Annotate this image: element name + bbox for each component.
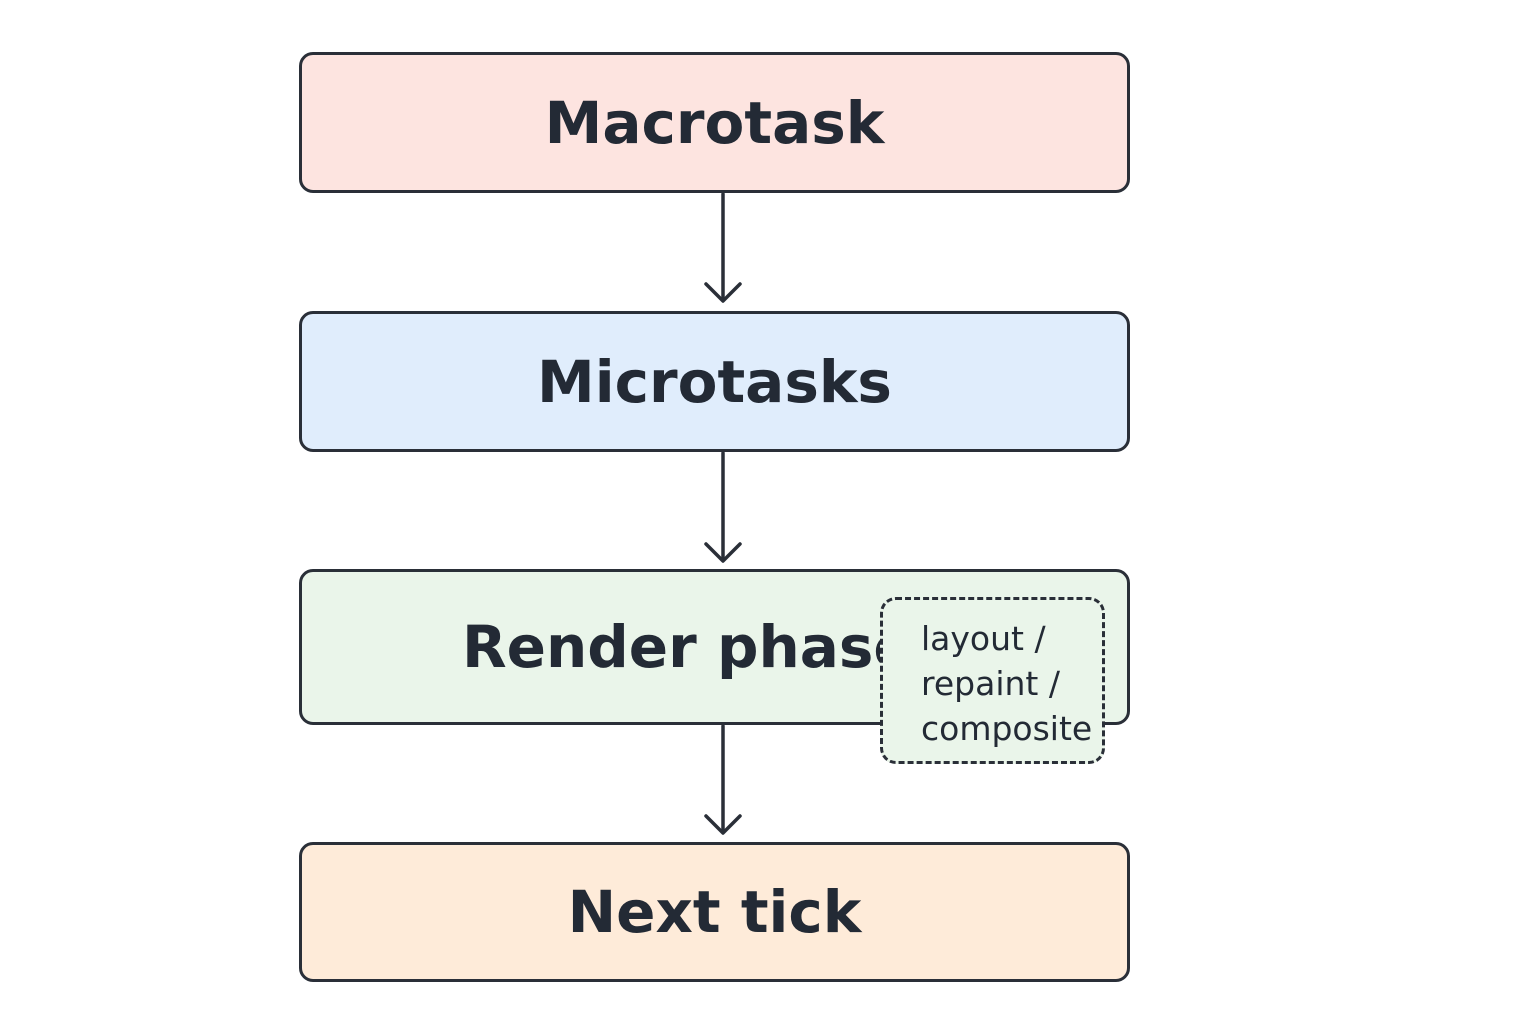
next-tick-node: Next tick xyxy=(299,842,1130,982)
note-line-composite: composite xyxy=(921,709,1093,748)
macrotask-node: Macrotask xyxy=(299,52,1130,193)
render-phase-note: layout / repaint / composite xyxy=(880,597,1105,764)
macrotask-label: Macrotask xyxy=(544,88,885,157)
microtasks-label: Microtasks xyxy=(537,347,892,416)
arrow-macrotask-to-microtasks xyxy=(704,192,742,303)
note-line-layout: layout / xyxy=(921,619,1046,658)
render-phase-label: Render phase xyxy=(462,613,913,681)
arrow-microtasks-to-render xyxy=(704,451,742,563)
arrow-render-to-next xyxy=(704,724,742,835)
next-tick-label: Next tick xyxy=(567,878,862,946)
microtasks-node: Microtasks xyxy=(299,311,1130,452)
note-line-repaint: repaint / xyxy=(921,664,1060,703)
